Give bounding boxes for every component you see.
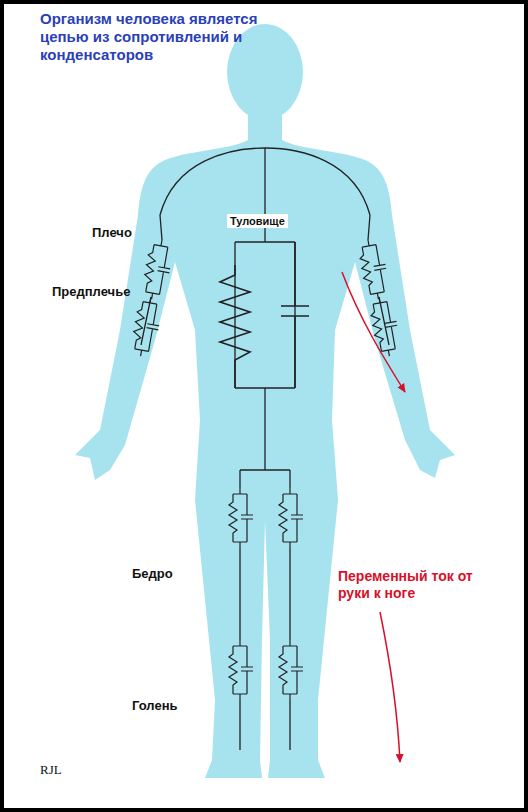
rc-symbol <box>229 640 253 700</box>
rc-symbol <box>141 238 175 301</box>
part-label: Предплечье <box>52 284 130 299</box>
rc-symbol <box>279 640 303 700</box>
circuit-wires <box>141 148 389 750</box>
rc-symbol <box>130 295 164 358</box>
part-label: Бедро <box>132 566 173 581</box>
rc-symbol <box>357 238 391 301</box>
resistor-capacitor-symbols <box>130 238 402 700</box>
rc-symbol <box>368 295 402 358</box>
current-note: Переменный ток от руки к ноге <box>338 568 488 602</box>
current-arrow <box>380 612 400 762</box>
part-label: Плечо <box>92 225 132 240</box>
title-text: Организм человека является цепью из сопр… <box>40 10 280 64</box>
rc-symbol <box>279 488 303 548</box>
rc-symbol <box>229 488 253 548</box>
part-label: Туловище <box>227 214 288 228</box>
current-arrow <box>342 272 405 392</box>
body-silhouette <box>75 24 455 778</box>
part-label: Голень <box>132 698 178 713</box>
signature: RJL <box>40 762 62 778</box>
